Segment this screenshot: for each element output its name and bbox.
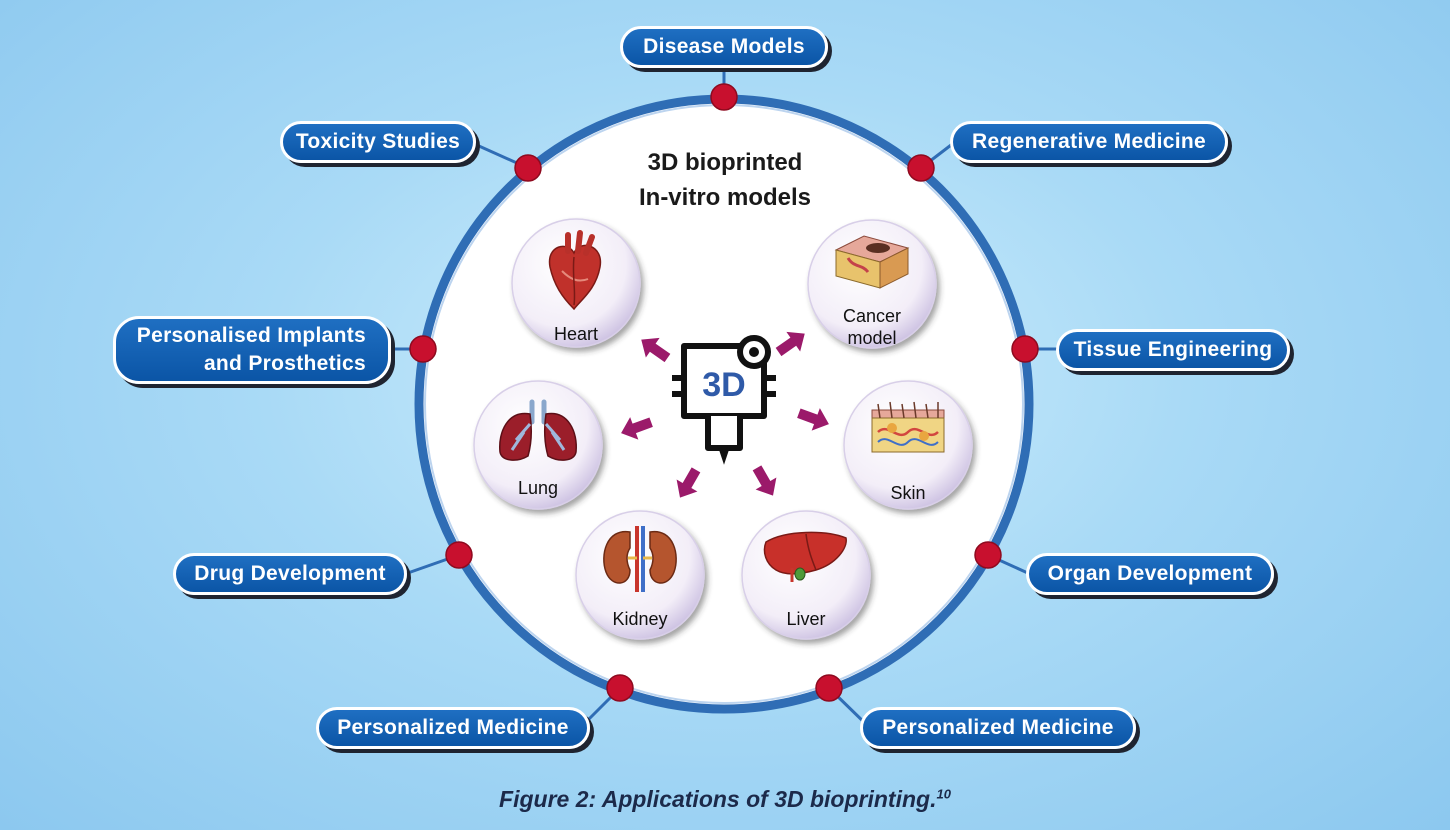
label-kidney: Kidney [612,609,668,629]
title-line-2: In-vitro models [638,183,812,211]
arrow-to-liver [752,465,777,496]
arrow-to-heart [641,337,671,363]
pill-organ-development: Organ Development [1026,553,1274,595]
node-toxicity [514,154,542,182]
node-pm-left [606,674,634,702]
node-disease-models [710,83,738,111]
label-liver: Liver [786,609,826,629]
label-cancer-model: Cancer model [807,306,937,349]
arrows [621,331,829,498]
pill-personalized-medicine-right: Personalized Medicine [860,707,1136,749]
label-cancer-line-2: model [847,327,897,348]
caption-reference: 10 [936,786,951,802]
bubble-lung [473,380,603,510]
implants-line-2: and Prosthetics [203,352,366,375]
3d-printer-icon: 3D [672,335,776,465]
kidney-icon [603,526,677,592]
label-heart: Heart [553,324,598,344]
skin-icon [871,401,945,453]
node-implants [409,335,437,363]
label-skin: Skin [890,483,926,503]
liver-icon [763,531,847,582]
node-tissue [1011,335,1039,363]
pill-toxicity-studies: Toxicity Studies [280,121,476,163]
arrow-to-cancer [775,331,805,357]
pill-personalized-medicine-left: Personalized Medicine [316,707,590,749]
arrow-to-skin [797,408,829,431]
implants-line-1: Personalised Implants [136,323,366,347]
diagram-title: 3D bioprinted In-vitro models [560,146,890,216]
pill-tissue-engineering: Tissue Engineering [1056,329,1290,371]
pill-personalised-implants: Personalised Implants and Prosthetics [113,316,391,384]
3d-label: 3D [702,366,745,404]
node-pm-right [815,674,843,702]
heart-icon [548,230,602,311]
arrow-to-lung [621,417,653,440]
node-regenerative [907,154,935,182]
lung-icon [499,399,577,461]
pill-disease-models: Disease Models [620,26,828,68]
node-drug [445,541,473,569]
title-line-1: 3D bioprinted [647,149,803,176]
pill-drug-development: Drug Development [173,553,407,595]
ring-nodes [409,83,1039,702]
cancer-tissue-icon [834,235,910,289]
node-organ [974,541,1002,569]
figure-caption: Figure 2: Applications of 3D bioprinting… [0,786,1450,813]
arrow-to-kidney [676,467,701,498]
label-cancer-line-1: Cancer [842,306,902,326]
caption-text: Figure 2: Applications of 3D bioprinting… [499,786,937,812]
pill-regenerative-medicine: Regenerative Medicine [950,121,1228,163]
label-lung: Lung [517,478,559,498]
